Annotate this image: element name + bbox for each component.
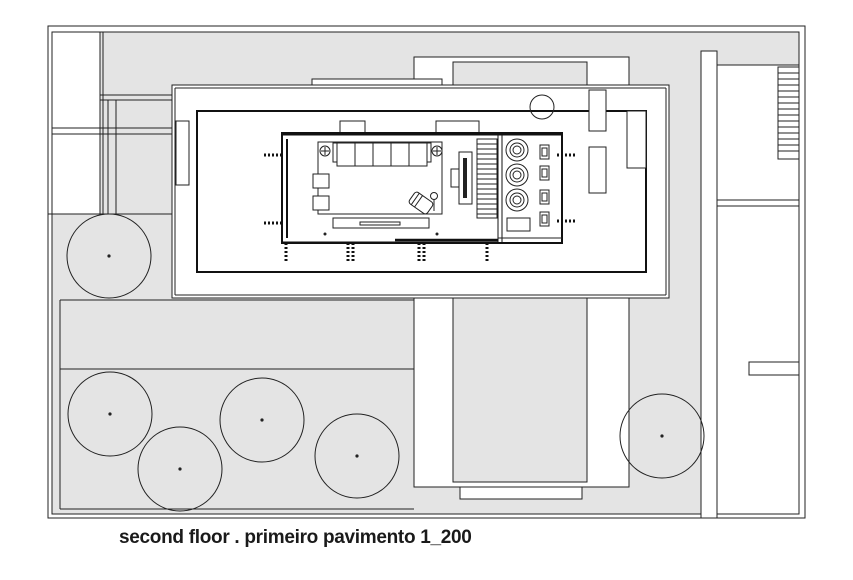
round-seats [505,138,529,212]
tree-6 [619,393,705,479]
lounge-chair [408,191,434,215]
tree-4 [219,377,305,463]
interior-room [264,132,577,262]
tree-1 [66,213,152,299]
interior-stair [476,138,498,219]
column-markers [264,153,577,262]
right-strip [700,50,800,519]
armchair-2 [312,195,330,211]
drawing-caption: second floor . primeiro pavimento 1_200 [119,527,472,548]
tree-2 [67,371,153,457]
side-chairs [539,144,550,227]
tree-5 [314,413,400,499]
sofa [332,142,432,167]
armchair-1 [312,173,330,189]
tree-3 [137,426,223,512]
pergola-left [48,31,172,215]
trees [66,213,705,512]
right-stair [777,66,800,160]
garden-lines [59,299,414,510]
